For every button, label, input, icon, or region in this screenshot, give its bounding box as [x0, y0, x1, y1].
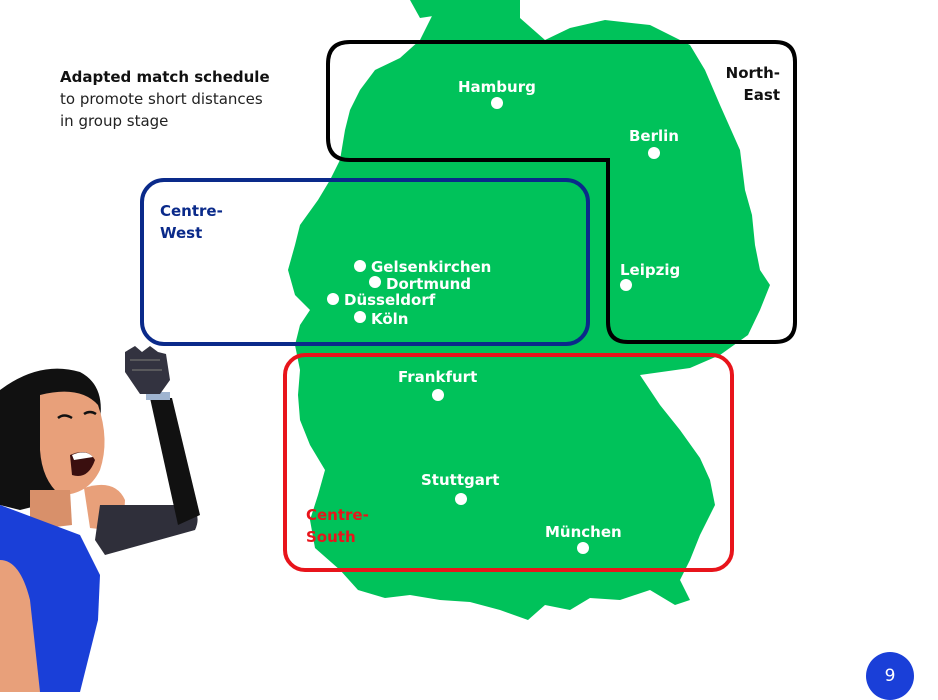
wrist-band: [146, 392, 170, 400]
city-label-dortmund: Dortmund: [386, 275, 471, 293]
city-duesseldorf: Düsseldorf: [327, 291, 436, 309]
city-label-frankfurt: Frankfurt: [398, 368, 477, 386]
region-box-north-east: [326, 40, 797, 344]
region-box-centre-west: [140, 178, 590, 346]
city-label-gelsenkirchen: Gelsenkirchen: [371, 258, 491, 276]
intro-line-1: to promote short distances: [60, 90, 263, 108]
cheering-woman-illustration: [0, 346, 200, 692]
prosthetic-upper-arm: [150, 398, 200, 525]
city-hamburg: Hamburg: [458, 78, 536, 109]
region-label-centre-south-1: Centre-: [306, 506, 369, 524]
north-island: [410, 0, 445, 18]
city-dortmund: Dortmund: [369, 275, 471, 293]
region-label-north-east-1: North-: [726, 64, 780, 82]
intro-title: Adapted match schedule: [60, 68, 270, 86]
city-label-hamburg: Hamburg: [458, 78, 536, 96]
city-stuttgart: Stuttgart: [421, 471, 499, 505]
region-label-centre-west-2: West: [160, 224, 202, 242]
region-label-centre-west-1: Centre-: [160, 202, 223, 220]
prosthetic-hand-highlight: [130, 359, 162, 371]
intro-text: Adapted match schedule to promote short …: [60, 66, 270, 132]
eye-right: [83, 410, 97, 416]
face: [40, 391, 105, 495]
city-leipzig: Leipzig: [620, 261, 680, 291]
page-number: 9: [884, 666, 896, 686]
city-frankfurt: Frankfurt: [398, 368, 477, 401]
eye-left: [57, 414, 73, 420]
region-box-centre-south: [283, 353, 734, 572]
teeth: [72, 452, 93, 460]
city-label-berlin: Berlin: [629, 127, 679, 145]
city-muenchen: München: [545, 523, 622, 554]
left-arm: [0, 560, 40, 692]
city-label-stuttgart: Stuttgart: [421, 471, 499, 489]
prosthetic-forearm: [95, 505, 198, 555]
page-number-badge: 9: [866, 652, 914, 700]
city-label-muenchen: München: [545, 523, 622, 541]
city-berlin: Berlin: [629, 127, 679, 159]
city-gelsenkirchen: Gelsenkirchen: [354, 258, 491, 276]
region-label-centre-south-2: South: [306, 528, 356, 546]
city-label-duesseldorf: Düsseldorf: [344, 291, 436, 309]
city-label-koeln: Köln: [371, 310, 409, 328]
city-label-leipzig: Leipzig: [620, 261, 680, 279]
region-label-north-east-2: East: [744, 86, 780, 104]
intro-line-2: in group stage: [60, 112, 169, 130]
city-koeln: Köln: [354, 310, 409, 328]
neck: [30, 490, 72, 530]
